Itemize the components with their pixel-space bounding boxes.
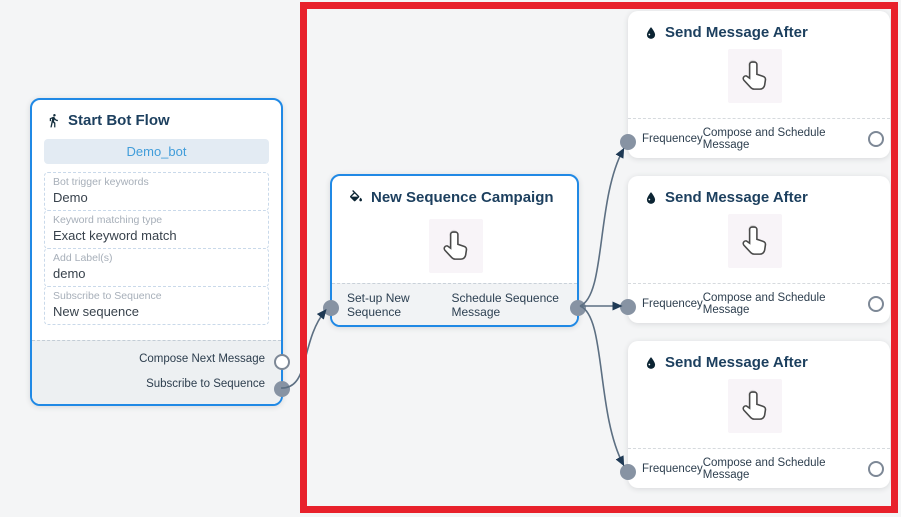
water-drop-icon [646,356,656,369]
field-value: New sequence [53,304,139,319]
field-value: Demo [53,190,88,205]
water-drop-icon [646,26,656,39]
field-label: Bot trigger keywords [53,176,149,188]
send-message-after-node-1[interactable]: Send Message After Frequencey Compose an… [620,11,890,158]
send-node-click-area[interactable] [728,379,782,433]
compose-next-message-port[interactable] [274,354,290,370]
start-node-footer: Compose Next Message Subscribe to Sequen… [32,340,281,404]
campaign-node-title: New Sequence Campaign [371,189,554,206]
hand-pointer-icon [742,389,767,420]
send-node-header: Send Message After [628,176,890,206]
field-bot-trigger-keywords[interactable]: Bot trigger keywords Demo [44,172,269,211]
send-node-title: Send Message After [665,354,808,371]
send-node-header: Send Message After [628,341,890,371]
paint-bucket-icon [349,189,362,201]
field-subscribe-to-sequence[interactable]: Subscribe to Sequence New sequence [44,286,269,325]
send-message-after-node-2[interactable]: Send Message After Frequencey Compose an… [620,176,890,323]
setup-new-sequence-label[interactable]: Set-up New Sequence [347,290,410,319]
send-node-title: Send Message After [665,24,808,41]
new-sequence-campaign-node[interactable]: New Sequence Campaign Set-up New Sequenc… [323,174,586,327]
frequency-label: Frequencey [642,462,703,475]
send-node-title: Send Message After [665,189,808,206]
field-add-labels[interactable]: Add Label(s) demo [44,248,269,287]
compose-schedule-port[interactable] [868,130,884,147]
send-node-footer: Frequencey Compose and Schedule Message [628,448,890,488]
frequency-label: Frequencey [642,132,703,145]
water-drop-icon [646,191,656,204]
edge-campaign-to-send3 [579,305,625,467]
start-node-fields: Bot trigger keywords Demo Keyword matchi… [44,172,269,325]
compose-and-schedule-message-label: Compose and Schedule Message [702,291,826,316]
campaign-input-port[interactable] [323,300,339,316]
send-node-footer: Frequencey Compose and Schedule Message [628,283,890,323]
subscribe-to-sequence-port[interactable] [274,381,290,397]
field-keyword-matching-type[interactable]: Keyword matching type Exact keyword matc… [44,210,269,249]
hand-pointer-icon [742,59,767,90]
send-node-footer: Frequencey Compose and Schedule Message [628,118,890,158]
edge-start-to-campaign [280,309,327,389]
frequency-input-port[interactable] [620,134,636,150]
send-node-click-area[interactable] [728,49,782,103]
send-node-header: Send Message After [628,11,890,41]
walking-person-icon [49,113,58,128]
campaign-node-click-area[interactable] [429,219,483,273]
hand-pointer-icon [443,229,468,260]
schedule-sequence-message-label[interactable]: Schedule Sequence Message [451,290,559,319]
start-node-title: Start Bot Flow [68,112,170,129]
campaign-node-footer: Set-up New Sequence Schedule Sequence Me… [332,283,577,325]
campaign-node-header: New Sequence Campaign [332,176,577,206]
start-bot-flow-node[interactable]: Start Bot Flow Demo_bot Bot trigger keyw… [30,98,290,406]
campaign-output-port[interactable] [570,300,586,316]
frequency-input-port[interactable] [620,464,636,480]
output-subscribe-to-sequence-label: Subscribe to Sequence [146,377,265,390]
send-node-click-area[interactable] [728,214,782,268]
compose-schedule-port[interactable] [868,295,884,312]
field-value: Exact keyword match [53,228,177,243]
compose-schedule-port[interactable] [868,460,884,477]
field-label: Subscribe to Sequence [53,290,162,302]
compose-and-schedule-message-label: Compose and Schedule Message [702,126,826,151]
edge-campaign-to-send1 [579,147,625,307]
field-label: Keyword matching type [53,214,163,226]
compose-and-schedule-message-label: Compose and Schedule Message [702,456,826,481]
frequency-label: Frequencey [642,297,703,310]
bot-name-button[interactable]: Demo_bot [44,139,269,164]
hand-pointer-icon [742,224,767,255]
field-value: demo [53,266,86,281]
output-compose-next-message-label: Compose Next Message [139,353,265,366]
frequency-input-port[interactable] [620,299,636,315]
start-node-header: Start Bot Flow [32,100,281,137]
send-message-after-node-3[interactable]: Send Message After Frequencey Compose an… [620,341,890,488]
field-label: Add Label(s) [53,252,113,264]
